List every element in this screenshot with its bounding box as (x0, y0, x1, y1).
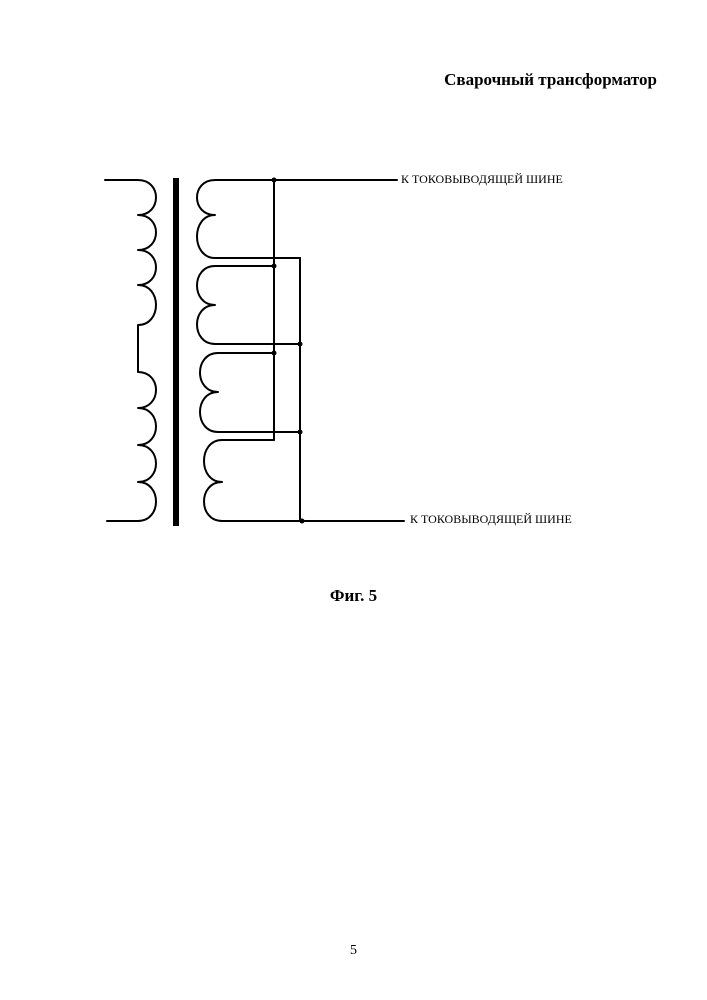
page-number: 5 (0, 943, 707, 959)
junction-dot (300, 519, 305, 524)
junction-dot (272, 178, 277, 183)
label-bottom-bus: К ТОКОВЫВОДЯЩЕЙ ШИНЕ (410, 512, 572, 527)
figure-caption: Фиг. 5 (0, 586, 707, 606)
junction-dot (298, 342, 303, 347)
label-top-bus: К ТОКОВЫВОДЯЩЕЙ ШИНЕ (401, 172, 563, 187)
junction-dot (298, 430, 303, 435)
junction-dot (272, 351, 277, 356)
secondary-section-4 (204, 440, 302, 521)
secondary-section-2 (197, 266, 300, 344)
secondary-section-3 (200, 353, 300, 432)
secondary-section-1 (197, 180, 300, 258)
junction-dot (272, 264, 277, 269)
primary-winding (105, 180, 156, 521)
